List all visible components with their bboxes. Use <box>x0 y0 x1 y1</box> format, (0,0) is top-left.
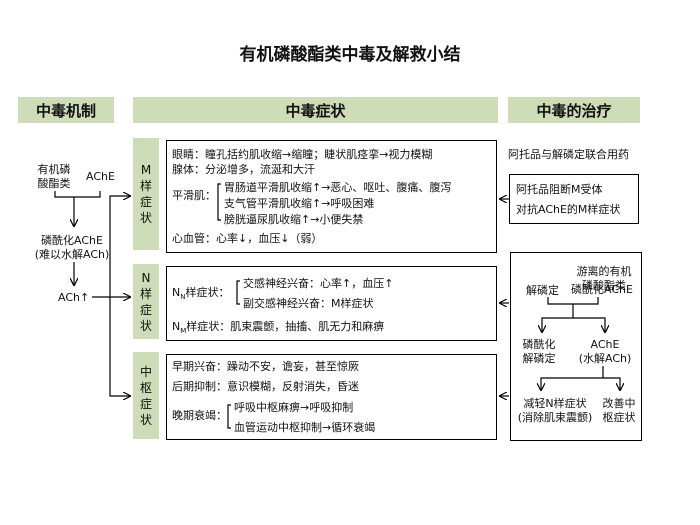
phosphorylated-ache-label: 磷酰化AChE <box>571 283 633 296</box>
nm-text: NM样症状：肌束震颤，抽搐、肌无力和麻痹 <box>172 320 385 336</box>
cns-late-text: 后期抑制：意识模糊，反射消失，昏迷 <box>172 380 359 393</box>
cns-early-text: 早期兴奋：躁动不安，谵妄，甚至惊厥 <box>172 360 359 373</box>
nn-item: 交感神经兴奋：心率↑，血压↑ <box>243 277 394 290</box>
nn-label: NN样症状： <box>172 286 230 302</box>
m-eye-text: 眼睛：瞳孔括约肌收缩→缩瞳；睫状肌痉挛→视力模糊 <box>172 148 433 161</box>
relieve-n-symptoms-label: 减轻N样症状(消除肌束震颤) <box>517 397 593 424</box>
m-smooth-item: 膀胱逼尿肌收缩↑→小便失禁 <box>224 213 364 226</box>
bracket-final <box>227 404 231 429</box>
pralidoxime-label: 解磷定 <box>526 284 559 297</box>
header-treatment: 中毒的治疗 <box>508 97 640 123</box>
pam-join-line <box>547 297 599 305</box>
arrow-to-relieve <box>541 366 604 390</box>
m-cardio-text: 心血管：心率↓，血压↓（弱） <box>172 232 323 245</box>
pralidoxime-box <box>510 252 642 441</box>
cns-final-label: 晚期衰竭： <box>172 409 227 422</box>
arrow-to-m-symptoms <box>92 196 130 298</box>
combined-therapy-text: 阿托品与解磷定联合用药 <box>508 148 629 161</box>
m-symptoms-box <box>166 140 497 253</box>
phosphorylated-ache-label: 磷酰化AChE(难以水解ACh) <box>34 234 110 261</box>
n-symptoms-box <box>166 266 497 341</box>
improve-cns-label: 改善中枢症状 <box>602 397 636 424</box>
header-mechanism: 中毒机制 <box>18 97 114 123</box>
ache-label: AChE <box>86 170 115 183</box>
m-smooth-item: 胃肠道平滑肌收缩↑→恶心、呕吐、腹痛、腹泻 <box>224 181 452 194</box>
bracket-smooth-muscle <box>217 183 221 221</box>
organophosphate-label: 有机磷酸酯类 <box>37 163 71 190</box>
header-symptoms: 中毒症状 <box>133 97 498 123</box>
phosphorylated-pralidoxime-label: 磷酰化解磷定 <box>522 338 556 365</box>
ache-hydrolysis-label: AChE(水解ACh) <box>578 338 632 365</box>
cns-final-item: 呼吸中枢麻痹→呼吸抑制 <box>234 401 354 414</box>
atropine-box <box>509 174 639 224</box>
cns-final-item: 血管运动中枢抑制→循环衰竭 <box>234 421 376 434</box>
mechanism-join-line <box>54 191 101 198</box>
arrow-to-cns-symptoms <box>109 297 130 396</box>
page-title: 有机磷酸酯类中毒及解救小结 <box>239 45 461 65</box>
m-smooth-item: 支气管平滑肌收缩↑→呼吸困难 <box>224 197 375 210</box>
free-op-label: 游离的有机磷酸酯类 <box>576 265 632 292</box>
nn-item: 副交感神经兴奋：M样症状 <box>243 297 374 310</box>
m-gland-text: 腺体：分泌增多，流涎和大汗 <box>172 163 315 176</box>
arrow-to-improve <box>603 377 620 390</box>
ach-increase-label: ACh↑ <box>58 291 90 304</box>
m-smooth-label: 平滑肌： <box>172 189 216 202</box>
cns-symptoms-box <box>166 354 497 440</box>
arrow-to-ache <box>573 317 605 332</box>
bracket-nn <box>236 280 240 305</box>
arrow-to-pam-phos <box>542 304 574 332</box>
side-label-cns: 中枢症状 <box>133 352 159 439</box>
atropine-text-1: 阿托品阻断M受体 <box>516 183 603 196</box>
atropine-text-2: 对抗AChE的M样症状 <box>516 203 621 216</box>
